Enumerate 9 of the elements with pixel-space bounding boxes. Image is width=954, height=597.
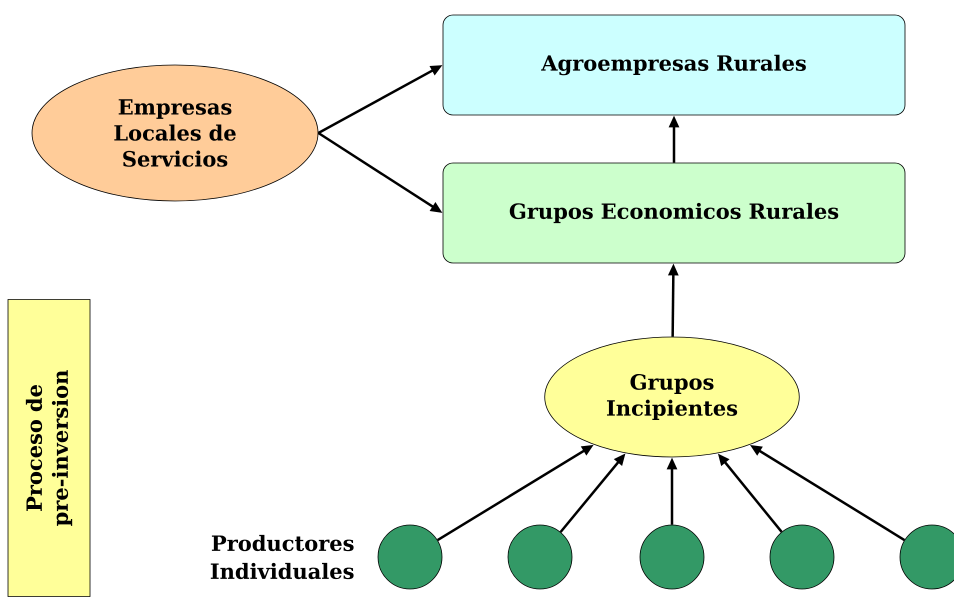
circle-node <box>770 524 834 590</box>
circle-node <box>508 524 572 590</box>
stage-box: Proceso de pre-inversion <box>8 299 90 597</box>
circle-node <box>640 524 704 590</box>
circle-node <box>378 524 442 590</box>
label-text: Productores Individuales <box>210 534 354 580</box>
process-box: Grupos Economicos Rurales <box>442 162 906 264</box>
circle-node <box>900 524 954 590</box>
process-box: Agroempresas Rurales <box>442 14 906 116</box>
